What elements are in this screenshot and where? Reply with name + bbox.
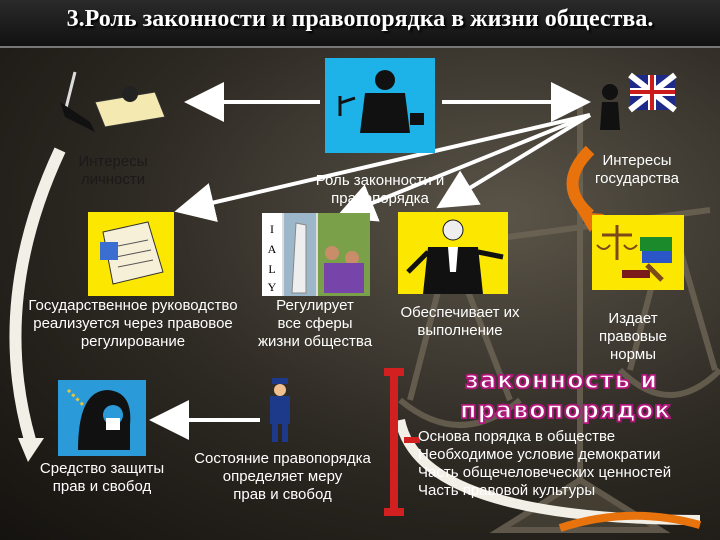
policeman-image bbox=[262, 378, 298, 444]
feature-item: Основа порядка в обществе bbox=[418, 428, 718, 446]
feature-item: Часть общечеловеческих ценностей bbox=[418, 464, 718, 482]
relaxing-person-image bbox=[55, 62, 175, 140]
svg-text:Y: Y bbox=[268, 280, 277, 294]
businessman-with-scales-image bbox=[325, 58, 435, 153]
title-bar: 3.Роль законности и правопорядка в жизни… bbox=[0, 0, 720, 48]
slide-title: 3.Роль законности и правопорядка в жизни… bbox=[18, 6, 702, 33]
svg-text:I: I bbox=[270, 222, 274, 236]
svg-text:A: A bbox=[268, 242, 277, 256]
security-shield-image bbox=[58, 380, 146, 456]
svg-text:L: L bbox=[268, 262, 275, 276]
legality-features-list: Основа порядка в обществе Необходимое ус… bbox=[418, 428, 718, 500]
documents-image bbox=[88, 212, 174, 296]
feature-item: Часть правовой культуры bbox=[418, 482, 718, 500]
feature-item: Необходимое условие демократии bbox=[418, 446, 718, 464]
judge-image bbox=[398, 212, 508, 294]
law-books-scales-image bbox=[592, 215, 684, 290]
wordart-legality-line2: правопорядок bbox=[460, 396, 671, 424]
wordart-legality-line1: законность и bbox=[465, 366, 658, 394]
curved-arrow-left bbox=[15, 150, 60, 440]
flag-man-image bbox=[590, 70, 680, 135]
pisa-tower-collage-image: I A L Y bbox=[262, 213, 370, 296]
